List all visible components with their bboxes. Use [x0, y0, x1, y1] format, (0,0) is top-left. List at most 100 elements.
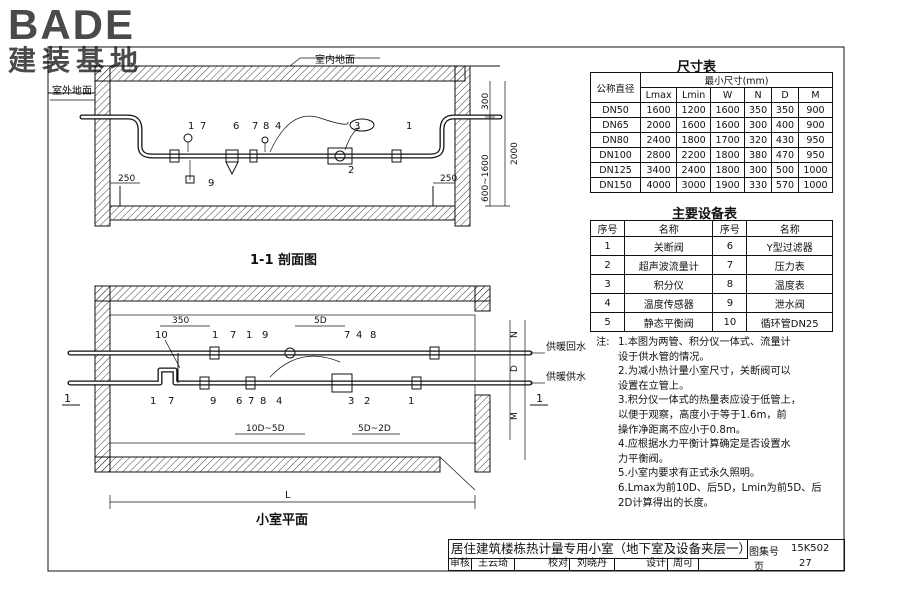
- size-col-header: W: [710, 87, 746, 103]
- size-cell: 1600: [710, 117, 746, 133]
- section-view: [48, 57, 510, 227]
- note-line: 2.为减小热计量小室尺寸，关断阀可以: [618, 366, 791, 378]
- size-cell: 350: [771, 102, 799, 118]
- equipment-table-title: 主要设备表: [672, 207, 738, 222]
- plan-callout: 3: [348, 396, 354, 407]
- dim-10d-5d: 10D~5D: [246, 424, 285, 434]
- plan-callout: 4: [356, 330, 362, 341]
- section-callout: 2: [348, 165, 354, 176]
- outdoor-floor-label: 室外地面: [52, 84, 92, 97]
- size-cell: DN50: [589, 102, 642, 118]
- note-line: 设置在立管上。: [618, 380, 690, 392]
- section-callout: 4: [275, 121, 281, 132]
- dim-5d-2d: 5D~2D: [358, 424, 391, 434]
- dim-n: N: [510, 331, 520, 338]
- section-callout: 6: [233, 121, 239, 132]
- plan-callout: 7: [168, 396, 174, 407]
- size-cell: 2000: [640, 117, 678, 133]
- equip-cell: 泄水阀: [746, 293, 833, 313]
- equip-cell: 压力表: [746, 255, 833, 275]
- equip-cell: 4: [590, 293, 625, 313]
- size-cell: 3000: [676, 177, 712, 193]
- equip-cell: 5: [590, 312, 625, 332]
- section-callout: 8: [263, 121, 269, 132]
- equip-cell: 积分仪: [623, 274, 714, 294]
- drawing-title: 居住建筑楼栋热计量专用小室（地下室及设备夹层一）: [449, 540, 751, 559]
- size-table-group-header: 最小尺寸(mm): [640, 72, 833, 88]
- title-block: 居住建筑楼栋热计量专用小室（地下室及设备夹层一） 图集号 15K502 审核 王…: [448, 539, 845, 573]
- size-cell: 1800: [710, 147, 746, 163]
- size-col-header: Lmin: [676, 87, 712, 103]
- size-cell: 500: [771, 162, 799, 178]
- size-cell: 1700: [710, 132, 746, 148]
- dim-300: 300: [481, 93, 491, 110]
- size-cell: 900: [797, 102, 834, 118]
- notes: 1.本图为两管、积分仪一体式、流量计 设于供水管的情况。 2.为减小热计量小室尺…: [618, 336, 838, 511]
- check-label: 校对: [548, 558, 570, 570]
- supply-water-label: 供暖供水: [546, 370, 586, 383]
- note-line: 6.Lmax为前10D、后5D，Lmin为前5D、后: [618, 482, 822, 494]
- dim-250-left: 250: [118, 174, 135, 184]
- size-cell: 570: [771, 177, 799, 193]
- equip-header: 序号: [590, 220, 625, 237]
- plan-callout: 9: [262, 330, 268, 341]
- size-cell: 400: [771, 117, 799, 133]
- reviewer-name: 王云琦: [472, 558, 515, 570]
- equip-header: 序号: [712, 220, 748, 237]
- size-cell: 1000: [797, 162, 834, 178]
- dim-m: M: [510, 412, 520, 420]
- plan-callout: 1: [150, 396, 156, 407]
- size-col-header: Lmax: [640, 87, 678, 103]
- bade-logo: BADE 建装基地: [8, 4, 144, 76]
- size-cell: 1800: [710, 162, 746, 178]
- equip-cell: 温度传感器: [623, 293, 714, 313]
- size-cell: DN125: [589, 162, 642, 178]
- note-line: 4.应根据水力平衡计算确定是否设置水: [618, 439, 791, 451]
- dim-d: D: [510, 365, 520, 372]
- dim-l: L: [285, 490, 291, 501]
- size-cell: 1900: [710, 177, 746, 193]
- page-label: 页: [754, 562, 764, 573]
- dim-250-right: 250: [440, 174, 457, 184]
- equip-header: 名称: [623, 220, 714, 237]
- equip-cell: 循环管DN25: [746, 312, 833, 332]
- section-mark-right: 1: [536, 392, 543, 405]
- equip-cell: 3: [590, 274, 625, 294]
- size-cell: 300: [744, 162, 773, 178]
- equip-cell: 1: [590, 236, 625, 256]
- size-cell: DN100: [589, 147, 642, 163]
- equip-cell: 9: [712, 293, 748, 313]
- plan-callout: 1: [212, 330, 218, 341]
- section-mark-left: 1: [64, 392, 71, 405]
- size-cell: 950: [797, 132, 834, 148]
- dim-350: 350: [172, 316, 189, 326]
- return-water-label: 供暖回水: [546, 340, 586, 353]
- equip-cell: 静态平衡阀: [623, 312, 714, 332]
- atlas-number: 15K502: [791, 543, 830, 554]
- equip-header: 名称: [746, 220, 833, 237]
- size-cell: 2800: [640, 147, 678, 163]
- sheet-border: [47, 46, 845, 572]
- section-title: 1-1 剖面图: [250, 252, 317, 268]
- size-cell: 320: [744, 132, 773, 148]
- size-cell: DN80: [589, 132, 642, 148]
- plan-callout: 6: [236, 396, 242, 407]
- atlas-label: 图集号: [749, 547, 779, 558]
- size-cell: 300: [744, 117, 773, 133]
- note-line: 5.小室内要求有正式永久照明。: [618, 468, 761, 480]
- note-line: 2D计算得出的长度。: [618, 497, 714, 509]
- size-cell: DN150: [589, 177, 642, 193]
- size-cell: 900: [797, 117, 834, 133]
- dim-5d: 5D: [314, 316, 327, 326]
- equip-cell: Y型过滤器: [746, 236, 833, 256]
- equip-cell: 10: [712, 312, 748, 332]
